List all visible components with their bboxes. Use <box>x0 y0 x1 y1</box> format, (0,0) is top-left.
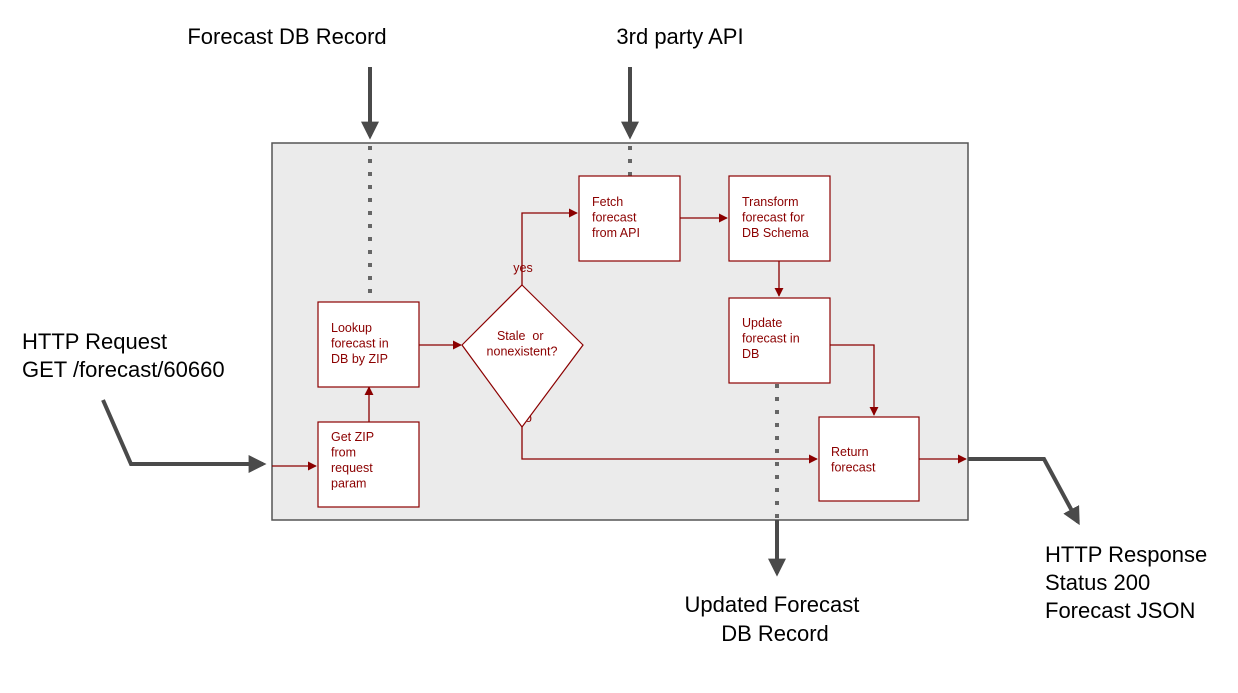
get-zip-node: Get ZIP from request param <box>317 421 420 508</box>
svg-text:Return forecast: Return forecast <box>831 445 876 475</box>
forecast-db-record-label: Forecast DB Record <box>187 24 386 49</box>
return-node: Return forecast <box>818 416 920 502</box>
fetch-node: Fetch forecast from API <box>578 175 681 262</box>
updated-db-record-label: Updated Forecast DB Record <box>685 592 866 646</box>
http-request-label: HTTP Request GET /forecast/60660 <box>22 329 225 382</box>
yes-branch-label: yes <box>513 261 532 275</box>
http-request-input-arrow <box>101 399 267 473</box>
svg-text:Fetch forecast fro: Fetch forecast from API <box>592 195 640 240</box>
svg-text:Lookup forecast in: Lookup forecast in DB by ZIP <box>331 321 392 366</box>
transform-node: Transform forecast for DB Schema <box>728 175 831 262</box>
decision-no-arrow <box>521 427 818 464</box>
http-response-output-arrow <box>968 457 1080 526</box>
decision-node: Stale or nonexistent? <box>461 284 584 429</box>
lookup-node: Lookup forecast in DB by ZIP <box>317 301 420 388</box>
update-to-return-arrow <box>830 344 879 416</box>
svg-text:Update forecast in: Update forecast in DB <box>742 316 803 361</box>
decision-yes-arrow <box>521 208 578 285</box>
third-party-api-label: 3rd party API <box>616 24 743 49</box>
svg-text:Transform forecast for: Transform forecast for DB Schema <box>742 195 809 240</box>
svg-text:Stale or nonexistent?: Stale or nonexistent? <box>487 329 558 359</box>
svg-text:Get ZIP from reque: Get ZIP from request param <box>331 430 377 491</box>
update-node: Update forecast in DB <box>728 297 831 384</box>
http-response-label: HTTP Response Status 200 Forecast JSON <box>1045 542 1213 623</box>
